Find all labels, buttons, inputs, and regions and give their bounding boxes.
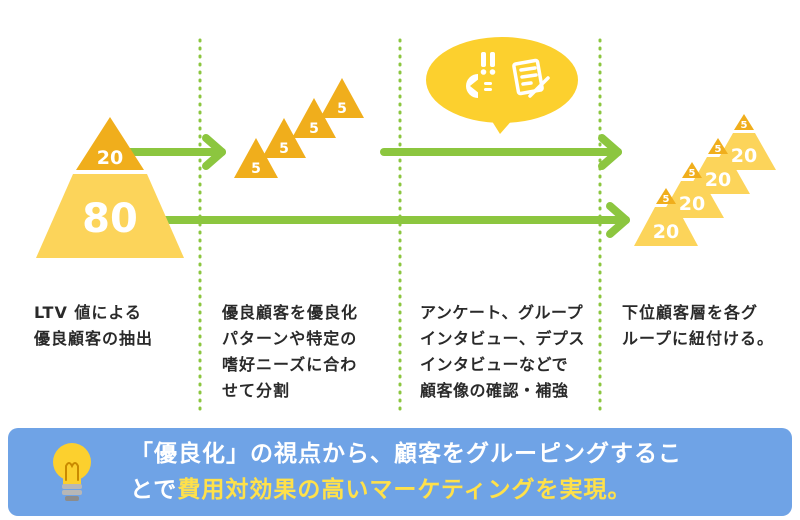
survey-bubble xyxy=(426,37,578,134)
exclamation-icon xyxy=(480,52,496,75)
svg-text:20: 20 xyxy=(731,145,757,167)
banner-message: 「優良化」の視点から、顧客をグルーピングするこ とで費用対効果の高いマーケティン… xyxy=(130,436,780,508)
step-3-text: アンケート、グループ インタビュー、デプス インタビューなどで 顧客像の確認・補… xyxy=(420,303,585,400)
clipboard-icon xyxy=(512,58,550,98)
banner-line-1: 「優良化」の視点から、顧客をグルーピングするこ xyxy=(130,441,682,467)
svg-text:5: 5 xyxy=(689,168,696,179)
svg-text:5: 5 xyxy=(715,144,722,155)
megaphone-icon xyxy=(466,74,492,98)
flow-arrows xyxy=(116,134,630,238)
pyramid-bottom-label: 80 xyxy=(82,196,138,242)
step-2-text: 優良顧客を優良化 パターンや特定の 嗜好ニーズに合わ せて分割 xyxy=(222,303,359,400)
pyramid-top xyxy=(76,117,144,170)
svg-text:20: 20 xyxy=(679,193,705,215)
linked-groups: 5 20 5 20 5 20 5 20 xyxy=(634,114,776,246)
banner-highlight: 費用対効果の高いマーケティングを実現。 xyxy=(177,477,632,503)
svg-text:20: 20 xyxy=(653,221,679,243)
arrow-top-left xyxy=(116,134,226,170)
column-dividers xyxy=(198,38,602,412)
summary-banner: 「優良化」の視点から、顧客をグルーピングするこ とで費用対効果の高いマーケティン… xyxy=(8,428,792,516)
group-stack: 5 20 xyxy=(634,188,698,246)
split-segments: 5 5 5 5 xyxy=(234,78,364,178)
pyramid-top-label: 20 xyxy=(97,147,123,169)
segment-triangle: 5 xyxy=(320,78,364,118)
svg-text:5: 5 xyxy=(741,120,748,131)
svg-text:5: 5 xyxy=(251,161,261,177)
segment-triangle: 5 xyxy=(234,138,278,178)
svg-text:5: 5 xyxy=(279,141,289,157)
step-4-text: 下位顧客層を各グ ループに紐付ける。 xyxy=(622,303,775,348)
step-1-text: LTV 値による 優良顧客の抽出 xyxy=(34,303,154,348)
svg-text:5: 5 xyxy=(337,101,347,117)
pyramid-bottom xyxy=(36,174,184,258)
segment-triangle: 5 xyxy=(292,98,336,138)
lightbulb-icon xyxy=(53,443,91,501)
banner-line-2-prefix: とで xyxy=(130,477,178,503)
svg-text:5: 5 xyxy=(309,121,319,137)
arrow-bottom xyxy=(156,202,630,238)
segment-triangle: 5 xyxy=(262,118,306,158)
svg-text:20: 20 xyxy=(705,169,731,191)
ltv-pyramid: 20 80 xyxy=(36,117,184,258)
banner-line-2: とで費用対効果の高いマーケティングを実現。 xyxy=(130,472,780,508)
diagram-canvas: 20 80 5 5 5 5 xyxy=(36,37,776,412)
arrow-top-right xyxy=(380,134,622,170)
svg-text:5: 5 xyxy=(663,194,670,205)
